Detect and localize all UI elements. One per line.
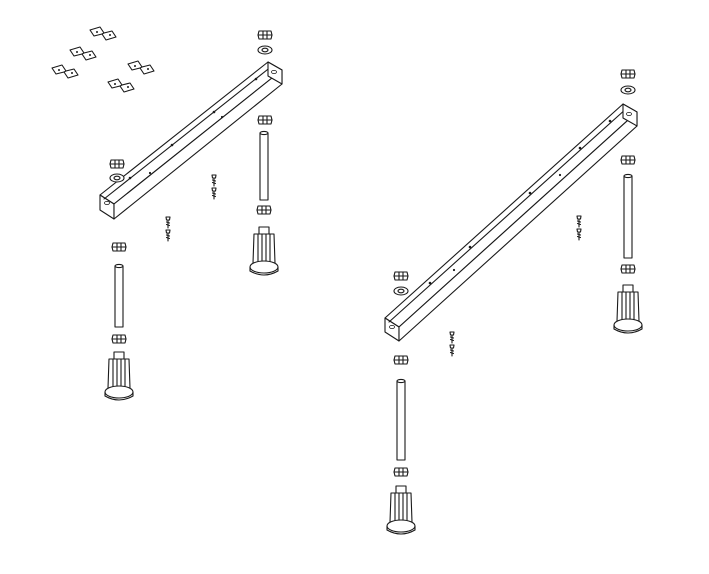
hex-nut (620, 155, 636, 165)
washer (109, 173, 125, 183)
screw (165, 229, 171, 242)
screw (576, 228, 582, 241)
washer (393, 286, 409, 296)
mounting-clip (107, 78, 135, 93)
hex-nut (257, 115, 273, 125)
hex-nut (620, 264, 636, 274)
support-rail (99, 61, 283, 220)
mounting-clip (69, 46, 97, 61)
hex-nut (111, 334, 127, 344)
adjustable-foot (613, 284, 643, 334)
screw (211, 187, 217, 200)
hex-nut (257, 30, 273, 40)
mounting-clips-group (51, 26, 155, 93)
threaded-rod (114, 263, 124, 328)
washer (620, 85, 636, 95)
threaded-rod (623, 173, 633, 259)
left-bath-leg-assembly (51, 26, 283, 401)
screw (449, 331, 455, 344)
hex-nut (111, 242, 127, 252)
screw (449, 344, 455, 357)
hex-nut (620, 69, 636, 79)
threaded-rod (396, 378, 406, 461)
adjustable-foot (104, 351, 134, 401)
hex-nut (393, 355, 409, 365)
hex-nut (393, 467, 409, 477)
screw (576, 215, 582, 228)
hex-nut (109, 159, 125, 169)
support-rail (384, 103, 638, 342)
hex-nut (256, 205, 272, 215)
washer (257, 45, 273, 55)
screw (211, 174, 217, 187)
mounting-clip (89, 26, 117, 41)
mounting-clip (127, 60, 155, 75)
adjustable-foot (386, 485, 416, 535)
adjustable-foot (249, 226, 279, 276)
right-bath-leg-assembly (384, 69, 643, 535)
screw (165, 216, 171, 229)
mounting-clip (51, 64, 79, 79)
threaded-rod (259, 130, 269, 201)
hex-nut (393, 271, 409, 281)
